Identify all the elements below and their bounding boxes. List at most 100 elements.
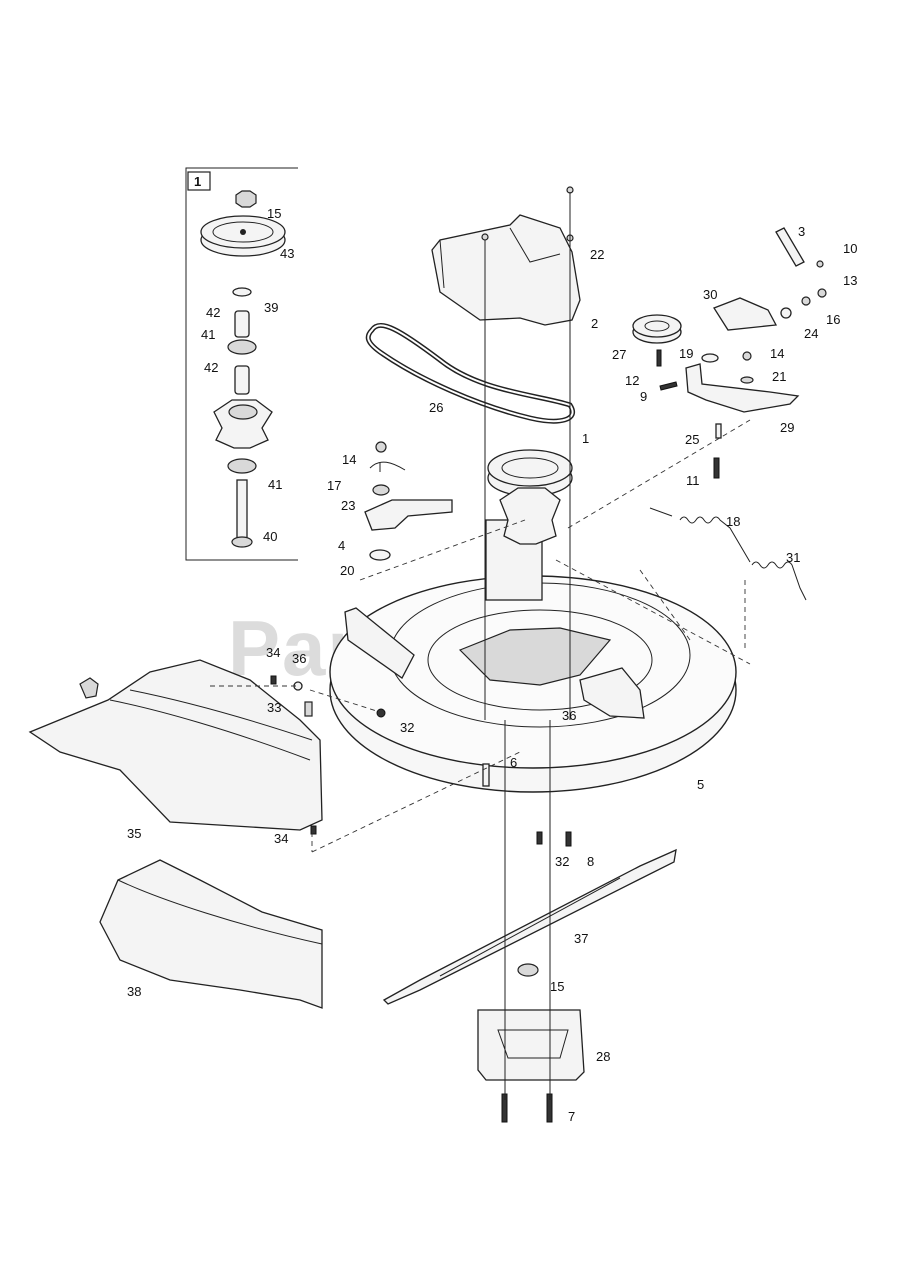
callout-31: 31: [786, 550, 800, 565]
callout-17: 17: [327, 478, 341, 493]
callout-labels: 15 43 39 42 41 42 41 40 22 2 26 1 3 10 1…: [127, 206, 857, 1124]
callout-20: 20: [340, 563, 354, 578]
lock-nut: [817, 288, 827, 298]
callout-8: 8: [587, 854, 594, 869]
nut: [801, 296, 811, 306]
callout-32: 32: [400, 720, 414, 735]
deck-bolt-right: [565, 831, 572, 847]
idler-bushing: [372, 484, 390, 496]
spacer-washer: [701, 353, 719, 363]
callout-25: 25: [685, 432, 699, 447]
shoulder-bolt: [656, 349, 662, 367]
hex-nut: [742, 351, 752, 361]
idler-nut: [375, 441, 387, 453]
callout-33: 33: [267, 700, 281, 715]
callout-39: 39: [264, 300, 278, 315]
idler-washer: [369, 549, 391, 561]
idler-spring: [369, 461, 406, 472]
callout-10: 10: [843, 241, 857, 256]
callout-37: 37: [574, 931, 588, 946]
callout-14: 14: [342, 452, 356, 467]
chute-nut-lower: [310, 825, 317, 835]
callout-40: 40: [263, 529, 277, 544]
callout-26: 26: [429, 400, 443, 415]
control-rod: [775, 227, 805, 267]
pin: [715, 423, 722, 439]
callout-38: 38: [127, 984, 141, 999]
washer: [780, 307, 792, 319]
inset-spindle-assembly: 1: [185, 167, 298, 561]
chute-deflector: [99, 859, 323, 1009]
callout-21: 21: [772, 369, 786, 384]
callout-3: 3: [798, 224, 805, 239]
callout-34: 34: [274, 831, 288, 846]
spindle-washer: [232, 287, 252, 297]
idler-arm: [364, 499, 453, 531]
mower-deck: [329, 519, 737, 793]
callout-19: 19: [679, 346, 693, 361]
spindle-spacer-upper: [234, 310, 250, 338]
callout-42: 42: [204, 360, 218, 375]
bolt: [713, 457, 720, 479]
callout-2: 2: [591, 316, 598, 331]
spindle-shaft: [236, 479, 248, 539]
callout-4: 4: [338, 538, 345, 553]
chute-bolt: [304, 701, 313, 717]
callout-36: 36: [292, 651, 306, 666]
deck-right-bracket: [579, 667, 645, 719]
callout-29: 29: [780, 420, 794, 435]
callout-43: 43: [280, 246, 294, 261]
callout-15: 15: [550, 979, 564, 994]
spindle-bearing-lower: [227, 458, 257, 474]
callout-30: 30: [703, 287, 717, 302]
chute-knob: [79, 677, 99, 699]
spindle-bearing-upper: [227, 339, 257, 355]
callout-15: 15: [267, 206, 281, 221]
callout-35: 35: [127, 826, 141, 841]
callout-23: 23: [341, 498, 355, 513]
blade-nut: [517, 963, 539, 977]
pulley-bracket: [713, 297, 778, 331]
blade-adapter-plate: [477, 1009, 585, 1081]
deck-bolt-left: [536, 831, 543, 845]
discharge-chute: [28, 659, 323, 831]
deck-left-bracket: [344, 607, 415, 679]
callout-34: 34: [266, 645, 280, 660]
callout-5: 5: [697, 777, 704, 792]
callout-11: 11: [686, 473, 700, 488]
callout-24: 24: [804, 326, 818, 341]
mounting-bracket: [685, 363, 800, 413]
chute-nut-upper: [270, 675, 277, 685]
callout-14: 14: [770, 346, 784, 361]
carriage-bolt: [659, 381, 678, 391]
inset-id: 1: [194, 174, 201, 189]
callout-32: 32: [555, 854, 569, 869]
spindle-nut: [235, 190, 257, 208]
callout-7: 7: [568, 1109, 575, 1124]
callout-42: 42: [206, 305, 220, 320]
spindle-spacer-lower: [234, 365, 250, 395]
callout-41: 41: [201, 327, 215, 342]
callout-9: 9: [640, 389, 647, 404]
return-spring: [751, 561, 807, 601]
flat-washer: [740, 376, 754, 384]
cover-bolt-left: [481, 233, 489, 241]
chute-screw: [376, 708, 386, 718]
cotter-pin: [816, 260, 824, 268]
leader-lines: [210, 192, 751, 1100]
callout-22: 22: [590, 247, 604, 262]
callout-27: 27: [612, 347, 626, 362]
callout-18: 18: [726, 514, 740, 529]
callout-41: 41: [268, 477, 282, 492]
inset-id-box: [187, 171, 211, 191]
belt-cover: [431, 214, 581, 326]
deck-center-recess: [458, 627, 612, 686]
callout-16: 16: [826, 312, 840, 327]
callout-13: 13: [843, 273, 857, 288]
callout-6: 6: [510, 755, 517, 770]
callout-28: 28: [596, 1049, 610, 1064]
drive-belt: [365, 323, 575, 424]
callout-36: 36: [562, 708, 576, 723]
extension-spring: [649, 507, 751, 563]
